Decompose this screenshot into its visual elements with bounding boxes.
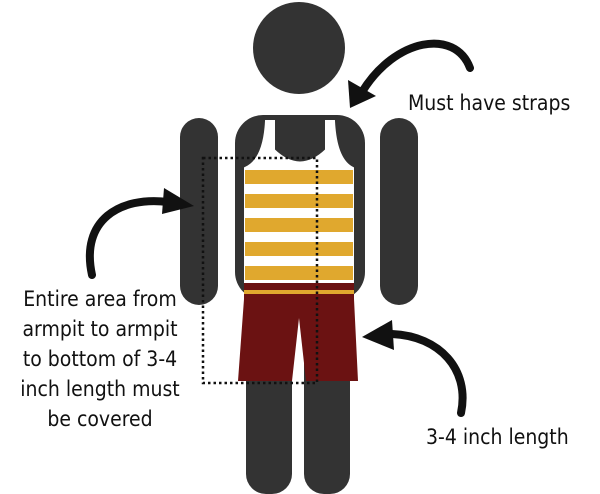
person-right-arm	[380, 118, 418, 305]
coverage-annotation-line: be covered	[0, 404, 200, 434]
straps-arrow-shaft	[362, 44, 470, 92]
coverage-annotation-line: inch length must	[0, 374, 200, 404]
coverage-annotation: Entire area from armpit to armpit to bot…	[0, 284, 200, 434]
length-arrow-head	[362, 320, 394, 350]
person-head	[253, 2, 345, 94]
coverage-annotation-line: armpit to armpit	[0, 314, 200, 344]
length-annotation: 3-4 inch length	[426, 422, 569, 452]
shorts-icon	[238, 283, 358, 381]
shorts-waistband-stripe	[244, 290, 354, 294]
shorts-legs	[238, 299, 358, 381]
person-left-arm	[180, 118, 218, 305]
coverage-annotation-line: Entire area from	[0, 284, 200, 314]
coverage-arrow-shaft	[90, 201, 168, 275]
length-arrow-shaft	[392, 334, 463, 413]
curved-arrow-icon	[362, 320, 463, 413]
curved-arrow-icon	[90, 188, 194, 275]
coverage-annotation-line: to bottom of 3-4	[0, 344, 200, 374]
straps-annotation: Must have straps	[408, 88, 570, 118]
